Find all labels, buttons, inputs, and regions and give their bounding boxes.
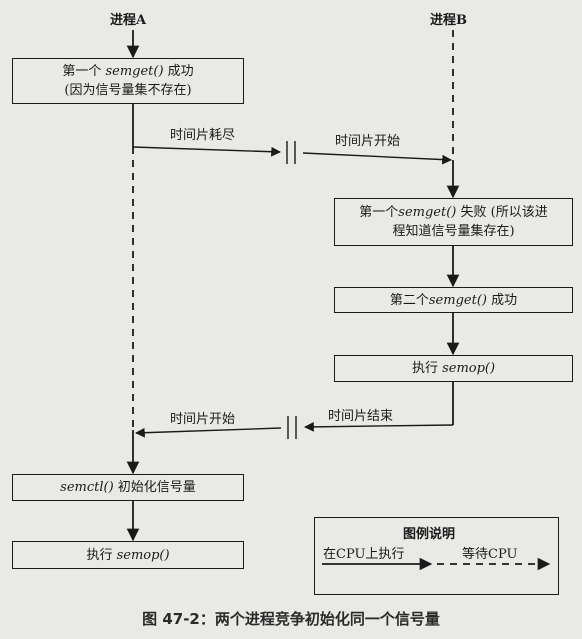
box-text: 执行 — [86, 547, 117, 563]
switch-arrow-a-to-b — [302, 152, 452, 165]
function-name: semget() — [105, 64, 164, 79]
switch-arrow-b-to-a — [135, 427, 282, 438]
legend-running-label: 在CPU上执行 — [323, 547, 405, 562]
process-b-label: 进程B — [430, 13, 467, 28]
box-b-semop: 执行 semop() — [334, 355, 573, 382]
box-text: 初始化信号量 — [113, 480, 196, 495]
box-text: 成功 — [163, 64, 194, 79]
box-a-semctl: semctl() 初始化信号量 — [12, 474, 244, 501]
box-a-semget-line2: (因为信号量集不存在) — [64, 83, 192, 98]
box-b-semget-fail: 第一个semget() 失败 (所以该进 程知道信号量集存在) — [334, 198, 573, 246]
box-text: 失败 (所以该进 — [456, 205, 548, 220]
label-slice-end: 时间片结束 — [328, 409, 394, 424]
box-text: 第一个 — [62, 64, 106, 79]
box-a-semget-success: 第一个 semget() 成功 (因为信号量集不存在) — [12, 58, 244, 104]
label-slice-exhausted: 时间片耗尽 — [170, 128, 236, 143]
box-text: 第一个 — [359, 205, 399, 220]
box-a-semget-line1: 第一个 semget() 成功 — [62, 62, 193, 81]
legend-waiting-label: 等待CPU — [462, 547, 518, 562]
process-a-label: 进程A — [110, 13, 147, 28]
box-text: 成功 — [486, 292, 518, 308]
figure-caption: 图 47-2：两个进程竞争初始化同一个信号量 — [142, 610, 440, 628]
switch-arrow-a-to-b — [132, 146, 281, 157]
function-name: semop() — [116, 547, 170, 563]
function-name: semget() — [398, 205, 457, 220]
box-a-semop: 执行 semop() — [12, 541, 244, 569]
function-name: semget() — [428, 292, 487, 308]
box-b-semget-line2: 程知道信号量集存在) — [392, 224, 515, 239]
switch-arrow-b-to-a — [304, 421, 454, 432]
legend — [314, 517, 559, 595]
box-text: 执行 — [411, 361, 443, 376]
box-text: 第二个 — [389, 292, 429, 308]
legend-title: 图例说明 — [403, 527, 456, 542]
box-b-second-semget: 第二个semget() 成功 — [334, 287, 573, 313]
label-slice-start-a: 时间片开始 — [170, 412, 236, 427]
box-b-semget-line1: 第一个semget() 失败 (所以该进 — [359, 203, 547, 222]
label-slice-start-b: 时间片开始 — [335, 134, 401, 149]
function-name: semctl() — [60, 480, 114, 495]
function-name: semop() — [442, 361, 496, 376]
